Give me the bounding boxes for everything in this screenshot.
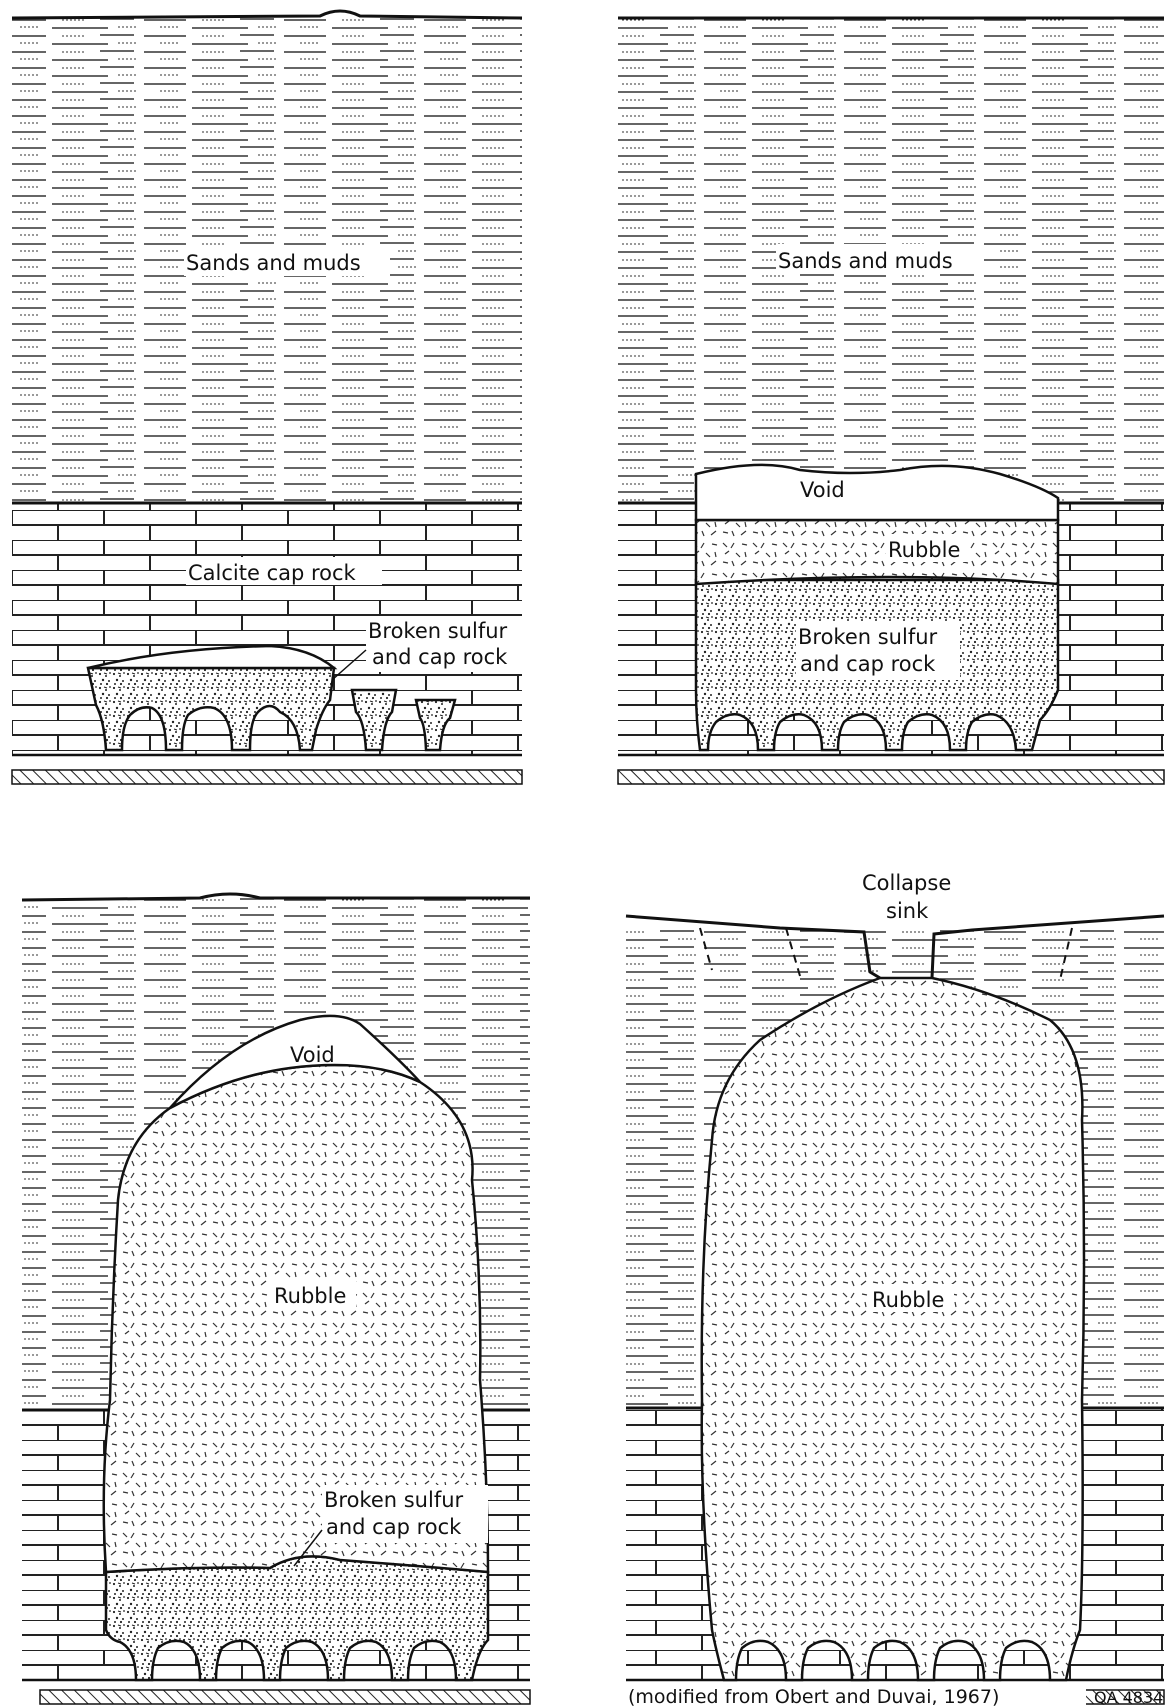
figure-credit: (modified from Obert and Duvai, 1967) (628, 1686, 999, 1708)
label-collapse: Collapse (862, 871, 951, 895)
ground-surface (12, 11, 522, 18)
panel-stage-3: Void Rubble Broken sulfur and cap rock (22, 894, 530, 1704)
ground-surface (22, 894, 530, 900)
label-rubble: Rubble (274, 1284, 346, 1308)
panel-stage-4: Collapse sink Rubble (modified from Ober… (626, 871, 1164, 1708)
figure-code: QA 4834 (1094, 1688, 1163, 1707)
panel-stage-2: Sands and muds Void Rubble Broken sulfur… (618, 18, 1164, 784)
basal-hatch (618, 770, 1164, 784)
label-broken-sulfur: Broken sulfur (324, 1488, 464, 1512)
rubble-column (702, 978, 1084, 1680)
label-void: Void (800, 478, 845, 502)
label-and-cap-rock: and cap rock (372, 645, 508, 669)
label-void: Void (290, 1043, 335, 1067)
label-and-cap-rock: and cap rock (326, 1515, 462, 1539)
rubble-zone (696, 520, 1058, 584)
label-broken-sulfur: Broken sulfur (798, 625, 938, 649)
label-broken-sulfur: Broken sulfur (368, 619, 508, 643)
label-calcite-cap-rock: Calcite cap rock (188, 561, 357, 585)
label-rubble: Rubble (888, 538, 960, 562)
panel-stage-1: Sands and muds Calcite cap rock Broken s… (12, 11, 522, 784)
label-rubble: Rubble (872, 1288, 944, 1312)
label-sands-and-muds: Sands and muds (778, 249, 953, 273)
basal-hatch (40, 1690, 530, 1704)
label-sands-and-muds: Sands and muds (186, 251, 361, 275)
label-sink: sink (886, 899, 929, 923)
basal-hatch (12, 770, 522, 784)
label-and-cap-rock: and cap rock (800, 652, 936, 676)
